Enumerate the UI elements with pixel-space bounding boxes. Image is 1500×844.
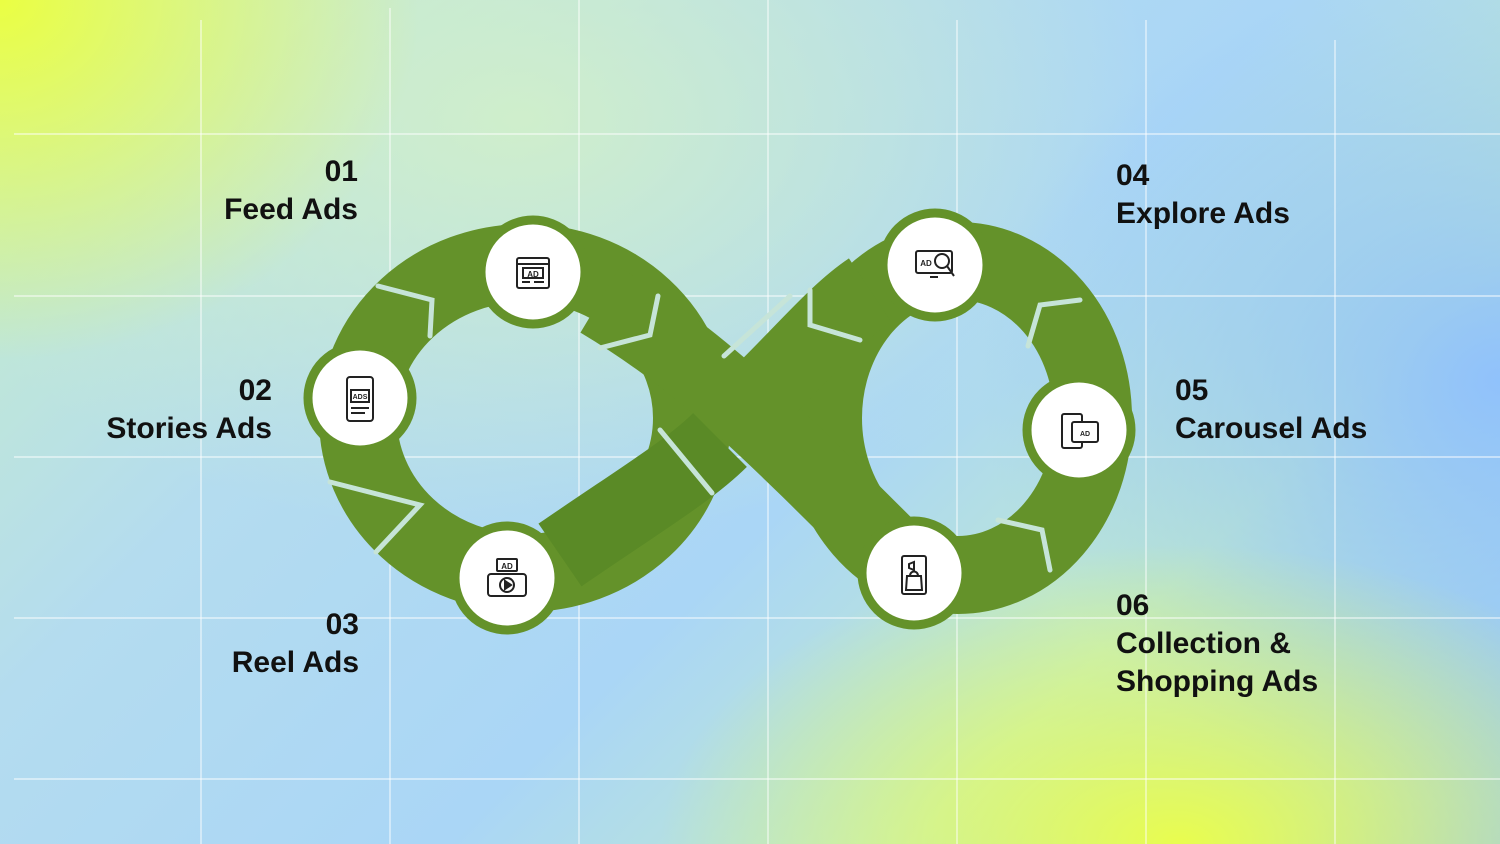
step-title: Collection & Shopping Ads (1116, 627, 1319, 698)
step-label-reel-ads: 03 Reel Ads (232, 606, 359, 682)
step-label-stories-ads: 02 Stories Ads (106, 372, 272, 448)
step-title: Carousel Ads (1175, 412, 1368, 445)
infinity-loop (319, 222, 1132, 614)
node-feed-ads[interactable]: AD (476, 215, 590, 329)
step-number: 06 (1116, 589, 1150, 622)
ads-smartphone-icon: ADS (346, 376, 374, 422)
ad-carousel-devices-icon: AD (1061, 413, 1099, 449)
node-collection-shopping-ads[interactable] (857, 516, 971, 630)
crossing-band-down (580, 267, 927, 587)
step-label-explore-ads: 04 Explore Ads (1116, 157, 1290, 233)
node-explore-ads[interactable]: AD (878, 208, 992, 322)
step-label-feed-ads: 01 Feed Ads (224, 153, 358, 229)
step-title: Reel Ads (231, 646, 359, 679)
step-title: Explore Ads (1116, 197, 1290, 230)
node-stories-ads[interactable]: ADS (303, 341, 417, 455)
shopping-bag-phone-icon (901, 555, 927, 595)
ad-browser-icon: AD (516, 257, 550, 289)
step-title: Feed Ads (224, 193, 358, 226)
node-carousel-ads[interactable]: AD (1022, 373, 1136, 487)
svg-text:AD: AD (1080, 431, 1090, 438)
step-label-carousel-ads: 05 Carousel Ads (1175, 372, 1367, 448)
svg-text:AD: AD (527, 270, 539, 279)
step-title: Stories Ads (106, 412, 272, 445)
node-reel-ads[interactable]: AD (450, 521, 564, 635)
step-number: 05 (1175, 374, 1209, 407)
step-label-collection-shopping-ads: 06 Collection & Shopping Ads (1116, 587, 1346, 701)
step-number: 01 (324, 155, 358, 188)
svg-text:ADS: ADS (353, 394, 368, 401)
step-number: 03 (325, 608, 359, 641)
crossing-band-up (538, 412, 747, 587)
svg-text:AD: AD (920, 259, 932, 268)
ad-monitor-search-icon: AD (915, 250, 955, 278)
svg-text:AD: AD (501, 562, 513, 571)
step-number: 02 (238, 374, 272, 407)
ad-video-player-icon: AD (487, 558, 527, 597)
step-number: 04 (1116, 159, 1150, 192)
